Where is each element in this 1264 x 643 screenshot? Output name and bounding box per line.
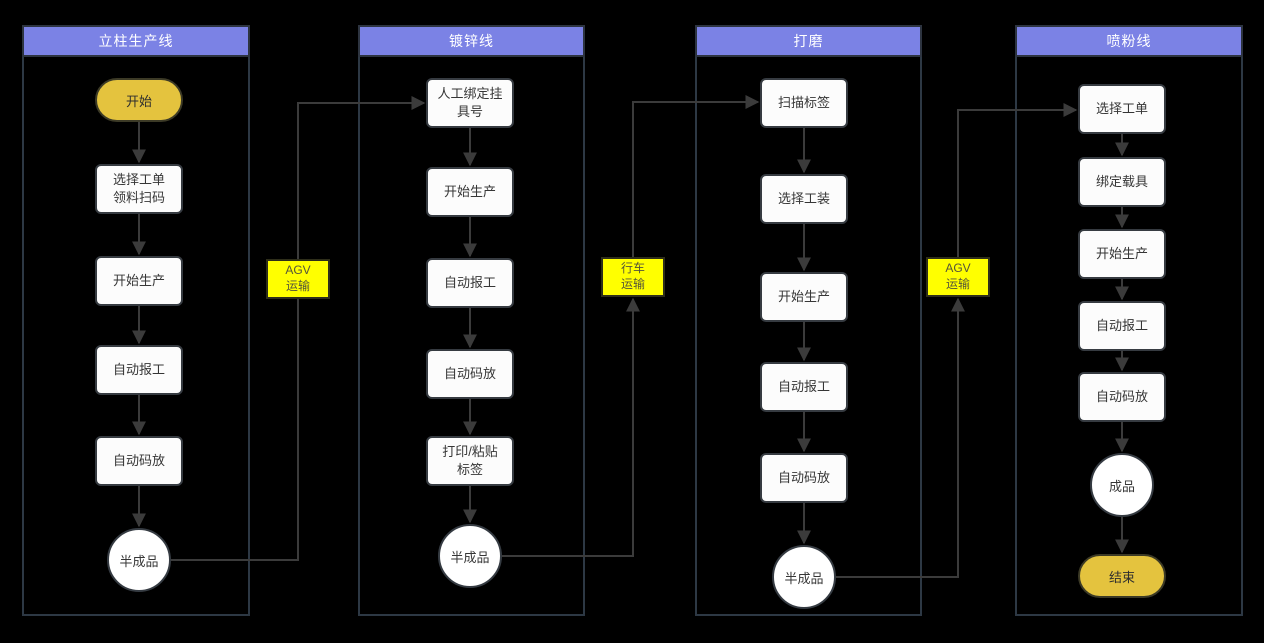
flow-step: 开始生产 [760, 272, 848, 322]
product-node: 半成品 [107, 528, 171, 592]
flow-step: 自动报工 [426, 258, 514, 308]
flow-step: 选择工装 [760, 174, 848, 224]
flow-step: 绑定载具 [1078, 157, 1166, 207]
transport-agv-1: AGV 运输 [266, 259, 330, 299]
flow-step: 人工绑定挂 具号 [426, 78, 514, 128]
transport-crane: 行车 运输 [601, 257, 665, 297]
start-node: 开始 [95, 78, 183, 122]
transport-agv-2: AGV 运输 [926, 257, 990, 297]
lane-header: 立柱生产线 [22, 25, 250, 57]
product-node: 半成品 [438, 524, 502, 588]
flow-step: 打印/粘贴 标签 [426, 436, 514, 486]
flow-step: 选择工单 [1078, 84, 1166, 134]
lane-header: 打磨 [695, 25, 922, 57]
flow-step: 自动报工 [1078, 301, 1166, 351]
end-node: 结束 [1078, 554, 1166, 598]
flow-step: 自动报工 [760, 362, 848, 412]
lane-header: 喷粉线 [1015, 25, 1243, 57]
flow-step: 选择工单 领料扫码 [95, 164, 183, 214]
product-node: 半成品 [772, 545, 836, 609]
flow-step: 开始生产 [426, 167, 514, 217]
flow-step: 开始生产 [1078, 229, 1166, 279]
flow-step: 自动码放 [95, 436, 183, 486]
lane-header: 镀锌线 [358, 25, 585, 57]
flow-step: 开始生产 [95, 256, 183, 306]
flow-step: 自动码放 [760, 453, 848, 503]
flow-step: 扫描标签 [760, 78, 848, 128]
flow-step: 自动报工 [95, 345, 183, 395]
flow-step: 自动码放 [426, 349, 514, 399]
flow-step: 自动码放 [1078, 372, 1166, 422]
product-node: 成品 [1090, 453, 1154, 517]
